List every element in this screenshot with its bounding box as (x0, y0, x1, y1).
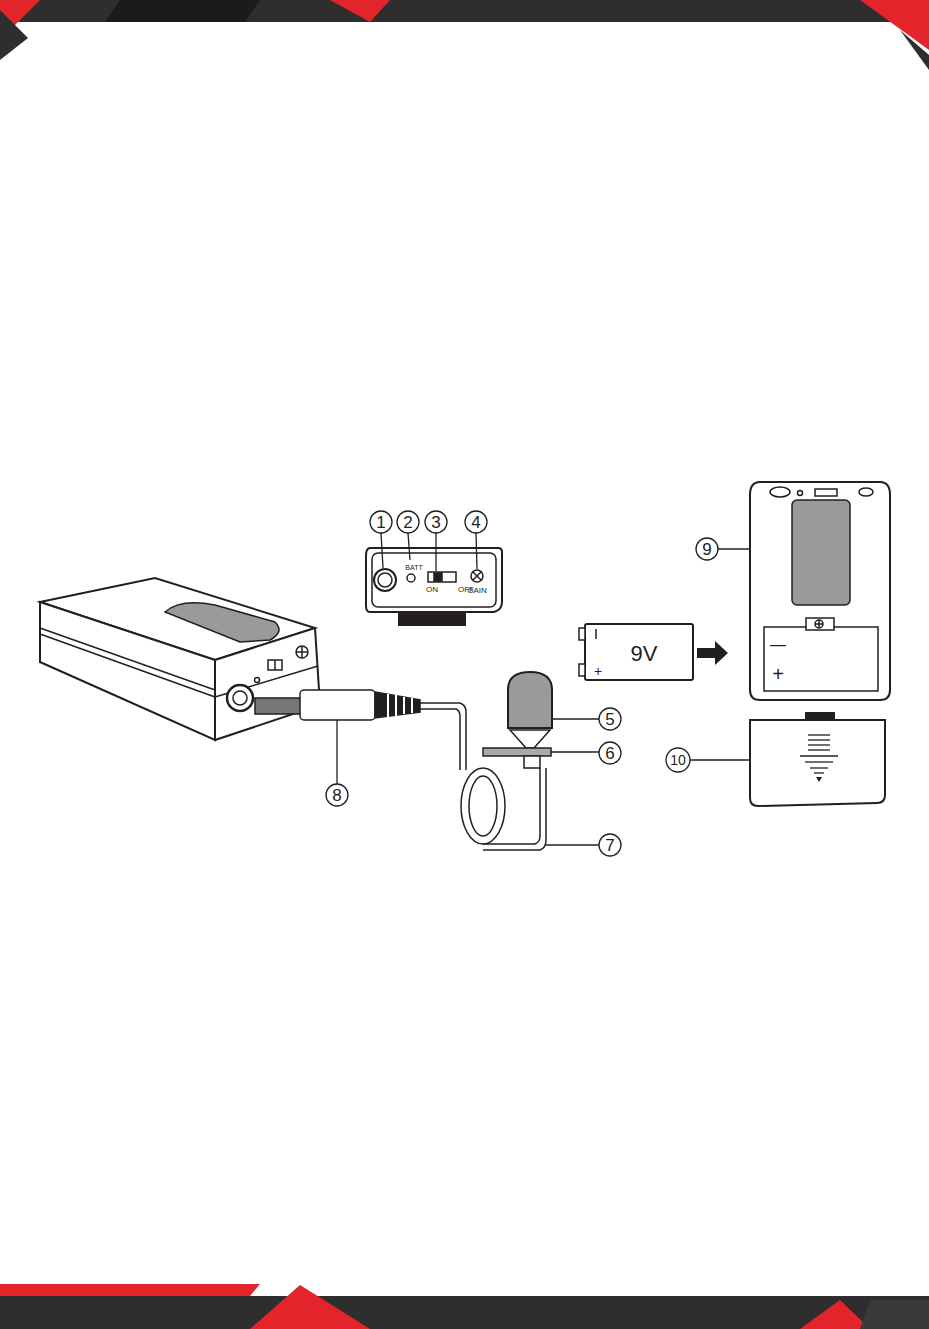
battery-voltage: 9V (631, 643, 658, 665)
polarity-mark: + (772, 664, 784, 684)
callout-number: 7 (605, 837, 614, 854)
callout-number: 6 (605, 745, 614, 762)
callout-number: 9 (702, 541, 711, 558)
callout-number: 4 (471, 514, 480, 531)
indicator-label: BATT (405, 564, 422, 571)
knob-label: GAIN (467, 587, 487, 595)
switch-label: ON (426, 586, 438, 594)
callout-number: 2 (403, 514, 412, 531)
callout-number: 8 (332, 787, 341, 804)
callout-number: 1 (376, 514, 385, 531)
callout-number: 3 (431, 514, 440, 531)
polarity-mark: — (770, 637, 786, 653)
polarity-mark: + (594, 664, 602, 678)
callout-number: 10 (670, 753, 686, 767)
callout-number: 5 (605, 711, 614, 728)
